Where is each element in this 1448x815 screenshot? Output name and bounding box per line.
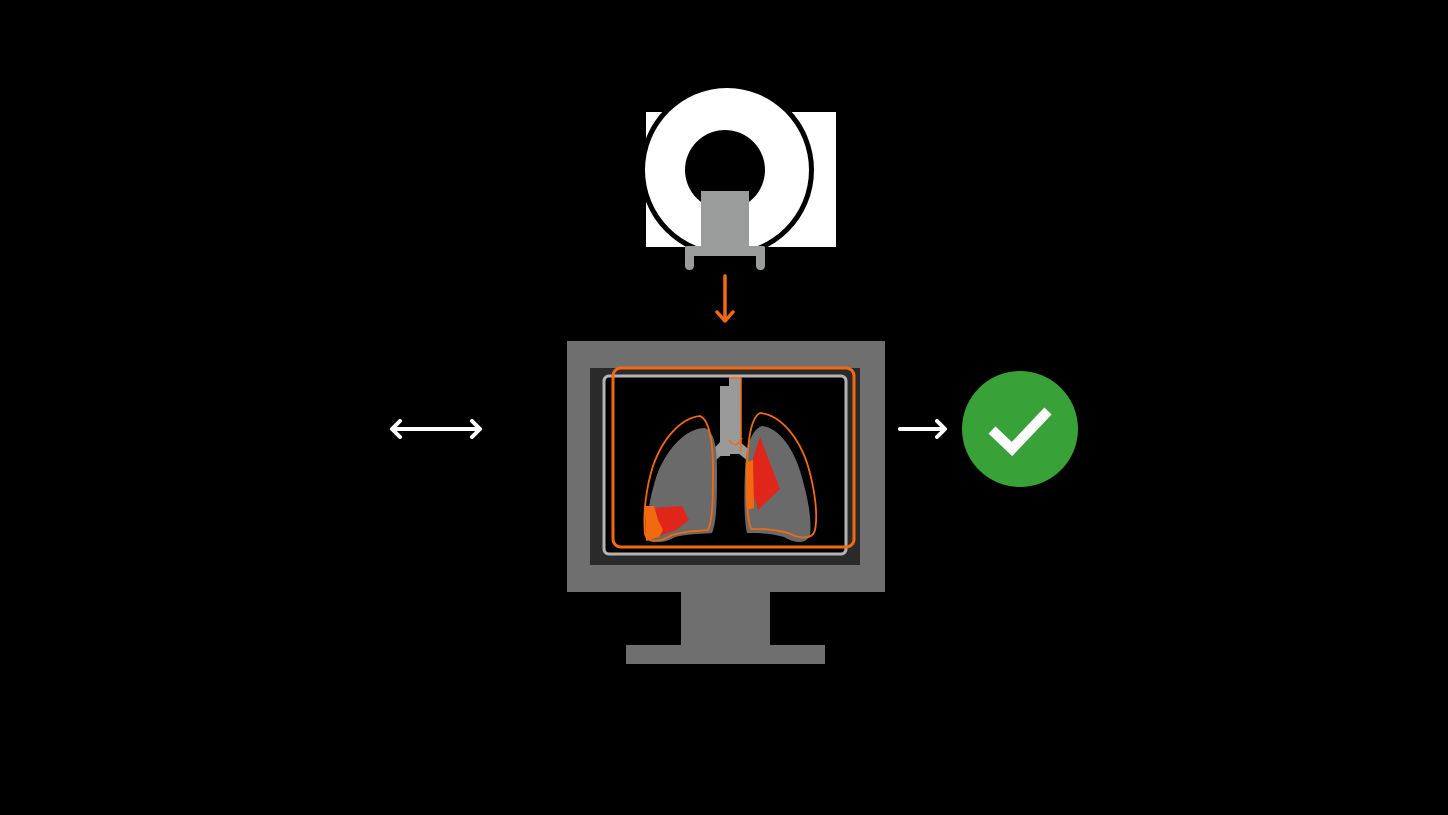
ct-scanner-icon <box>640 83 836 270</box>
left-lung <box>643 415 717 542</box>
monitor-stand-base <box>626 645 825 664</box>
check-mark <box>988 407 1052 457</box>
scanner-table <box>685 191 765 270</box>
detection-highlight-box <box>611 366 856 549</box>
down-arrow-icon <box>715 274 735 323</box>
double-arrow-icon <box>390 419 482 439</box>
lungs-icon <box>643 377 818 542</box>
lesion-left-orange <box>645 506 663 541</box>
check-circle <box>962 371 1078 487</box>
right-lung <box>744 412 818 542</box>
monitor-icon <box>567 341 885 664</box>
monitor-stand-neck <box>681 590 770 647</box>
checkmark-icon <box>962 371 1078 487</box>
lesion-right-red <box>752 437 780 510</box>
right-arrow-icon <box>898 419 947 439</box>
lesion-right-orange <box>747 460 754 510</box>
scanner-bore <box>685 130 765 210</box>
